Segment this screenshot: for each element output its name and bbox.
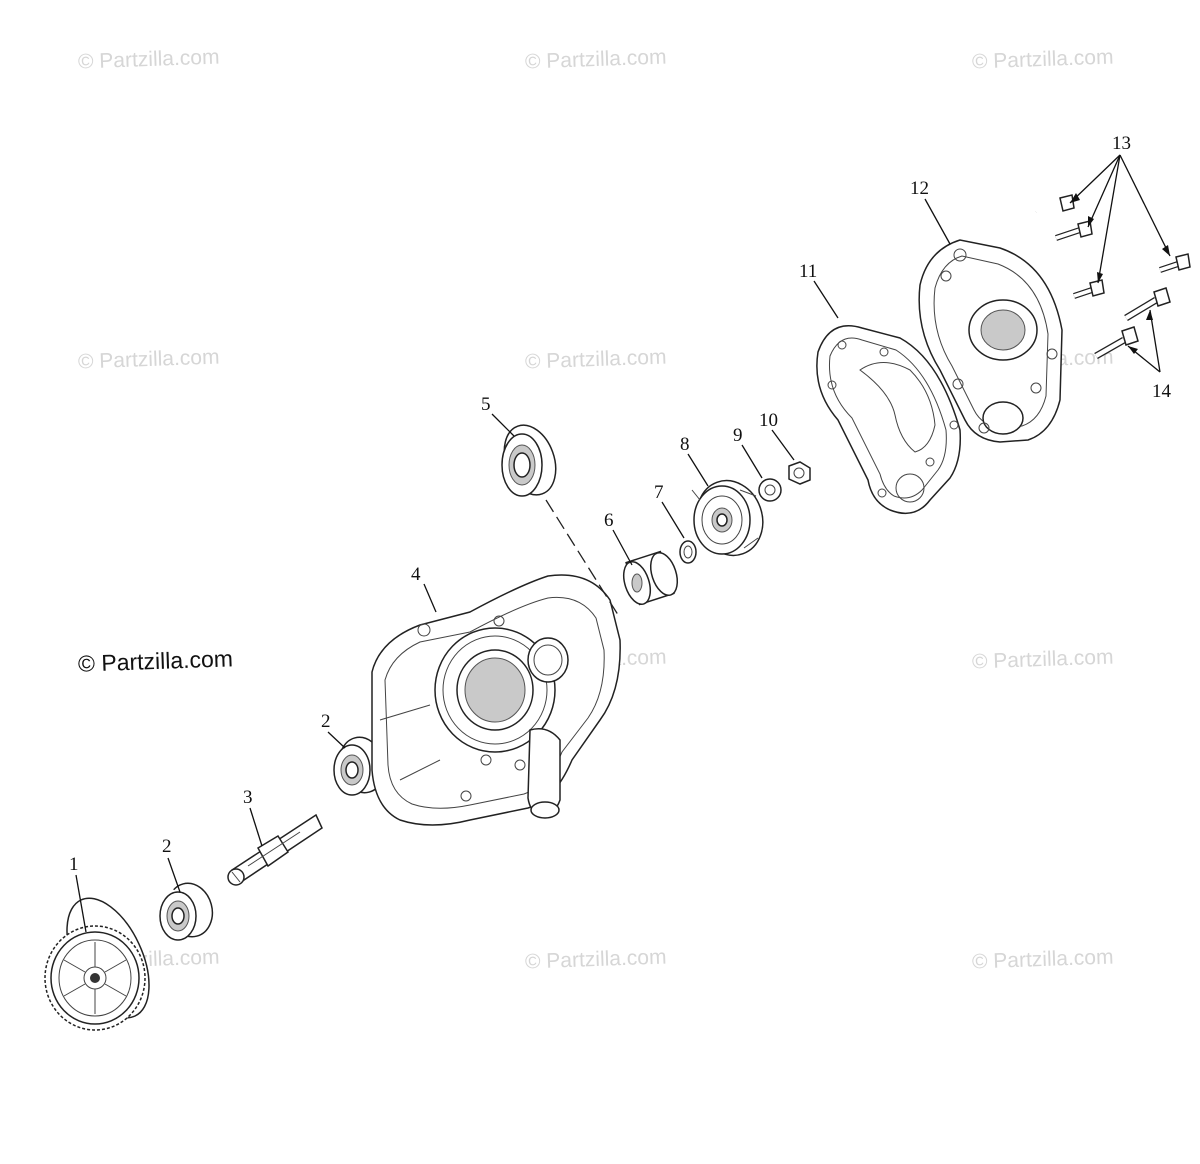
part-13-bolt[interactable] [1159, 253, 1191, 273]
dashed-assembly-line [545, 499, 621, 619]
part-2-bearing-lower[interactable] [156, 878, 218, 942]
part-12-pump-cover[interactable] [918, 239, 1063, 443]
part-13-bolt[interactable] [1055, 220, 1093, 241]
callout-5: 5 [481, 394, 491, 415]
callout-4: 4 [411, 564, 421, 585]
callout-1: 1 [69, 854, 79, 875]
part-1-pulley[interactable] [44, 886, 166, 1031]
part-7-washer[interactable] [679, 540, 697, 564]
callout-13: 13 [1112, 133, 1131, 154]
part-3-shaft[interactable] [227, 813, 323, 886]
callout-6: 6 [604, 510, 614, 531]
part-8-impeller[interactable] [687, 471, 773, 564]
callout-11: 11 [799, 261, 817, 282]
part-4-pump-housing[interactable] [371, 574, 621, 826]
callout-7: 7 [654, 482, 664, 503]
callout-2-upper: 2 [321, 711, 331, 732]
callout-3: 3 [243, 787, 253, 808]
part-13-bolt[interactable] [1073, 279, 1105, 299]
part-5-seal[interactable] [495, 418, 565, 502]
callout-2-lower: 2 [162, 836, 172, 857]
callout-10: 10 [759, 410, 778, 431]
part-10-nut[interactable] [788, 461, 811, 485]
part-14-bolt[interactable] [1124, 287, 1171, 322]
part-14-bolt[interactable] [1094, 326, 1139, 360]
callout-12: 12 [910, 178, 929, 199]
callout-9: 9 [733, 425, 743, 446]
part-13-bolt[interactable] [1035, 194, 1075, 214]
callout-14: 14 [1152, 381, 1172, 402]
leader-lines [75, 154, 1171, 933]
part-11-gasket[interactable] [816, 325, 962, 515]
callout-8: 8 [680, 434, 690, 455]
part-9-washer[interactable] [758, 478, 782, 502]
part-6-sleeve[interactable] [619, 549, 682, 607]
